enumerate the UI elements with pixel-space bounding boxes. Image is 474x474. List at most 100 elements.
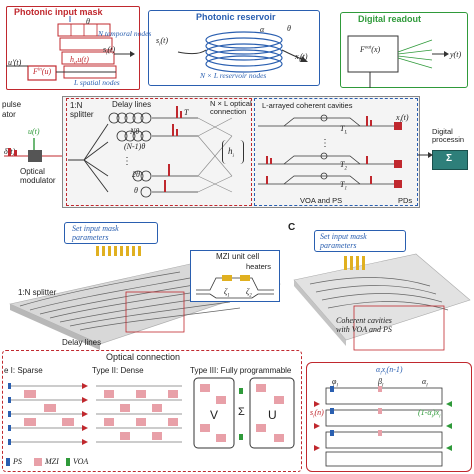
- phi-label: φl: [332, 377, 338, 389]
- panel-b-set-mask-label: Set input mask parameters: [72, 224, 119, 242]
- cav-loop-1: [283, 117, 361, 127]
- pulse-1: [8, 148, 11, 156]
- t2-mzi-10: [168, 418, 178, 426]
- mzi-heater-1: [222, 275, 232, 281]
- type3-diagram: [193, 377, 295, 449]
- mask-n-temporal-label: N temporal nodes: [98, 29, 152, 38]
- coil-input-line: [177, 49, 207, 55]
- coil-b3: [132, 130, 144, 142]
- voa-2: [320, 152, 328, 160]
- legend-voa-swatch: [66, 458, 70, 466]
- red-pulse-1: [176, 106, 178, 118]
- panel-c-set-mask-box[interactable]: [314, 230, 406, 252]
- mask-l-spatial-label: L spatial nodes: [74, 78, 120, 87]
- sigma-label: Σ: [446, 153, 453, 164]
- delay-line-diagram: ⋮: [68, 106, 233, 198]
- coil-loop-5: [205, 55, 283, 73]
- mzi-title-label: MZI unit cell: [216, 252, 260, 261]
- TL-text: T: [340, 124, 345, 133]
- coil-output-arrowhead: [300, 56, 308, 62]
- panel-b-set-mask-box[interactable]: [64, 222, 158, 244]
- readout-line-4: [397, 57, 433, 69]
- heater-5: [120, 246, 123, 256]
- legend-mzi-label: MZI: [45, 457, 59, 466]
- coil-b2: [124, 130, 136, 142]
- delay-lines-label: Delay lines: [112, 100, 152, 109]
- zoom-in-arrow-1: [314, 401, 320, 407]
- t3-u-mzi-1: [256, 384, 266, 392]
- coil-b4: [140, 130, 152, 142]
- zoom-cavity-1: [325, 387, 443, 405]
- digital-readout-diagram: [347, 35, 449, 88]
- voa-1: [320, 114, 328, 122]
- beta-text: β: [378, 377, 382, 386]
- t1-arrow-5: [82, 439, 88, 445]
- zoom-in-arrow-3: [314, 445, 320, 451]
- type3-label: Type III: Fully programmable: [190, 366, 292, 375]
- one-minus-label: (1-αl)xi: [418, 408, 441, 420]
- t3-Sigma-label: Σ: [238, 406, 245, 418]
- si-n-tail-text: (n): [314, 408, 324, 417]
- split-1: [83, 123, 109, 161]
- t1-arrow-3: [82, 411, 88, 417]
- zoom-voa-3: [378, 430, 382, 436]
- two-theta-label: 2θ: [132, 170, 140, 179]
- split-3: [83, 159, 109, 177]
- zoom-cavity-2: [325, 409, 443, 427]
- t1-ps-4: [8, 425, 11, 431]
- res-xi-label: xi(t): [295, 52, 308, 64]
- type2-diagram: [96, 385, 182, 443]
- type1-diagram: [8, 383, 88, 445]
- t2-mzi-3: [120, 404, 130, 412]
- panel-c-set-mask-label: Set input mask parameters: [320, 232, 367, 250]
- coil-a5: [140, 112, 152, 124]
- legend-ps-swatch: [6, 458, 10, 466]
- zeta1-text: ζ: [224, 287, 228, 296]
- zeta1-label: ζ1: [224, 287, 230, 299]
- t1-ps-3: [8, 411, 11, 417]
- mix-4: [197, 175, 233, 193]
- photonic-input-mask-box: [6, 6, 140, 90]
- t1-ps-2: [8, 397, 11, 403]
- t3-u-mzi-4: [274, 434, 284, 442]
- c-heater-1: [344, 256, 347, 270]
- hi-matrix-box: [222, 140, 244, 164]
- cav-loop-3: [283, 175, 361, 185]
- phi-text: φ: [332, 377, 337, 386]
- type2-label: Type II: Dense: [92, 366, 144, 375]
- t1-arrow-4: [82, 425, 88, 431]
- mask-dashed-region: [66, 98, 252, 206]
- mask-fin-label: Fin(u): [33, 67, 52, 76]
- c-heater-4: [362, 256, 365, 270]
- modulator-diagram: [4, 138, 64, 162]
- T2-label: T2: [340, 160, 347, 172]
- alpha-xi-label: αlxi(n-1): [376, 365, 403, 377]
- coil-a1: [108, 112, 120, 124]
- zoom-voa-2: [378, 408, 382, 414]
- xi-t-label: xi(t): [396, 113, 409, 125]
- res-si-text: s: [156, 36, 160, 45]
- t3-V-label: V: [210, 408, 219, 422]
- legend-mzi-swatch: [34, 458, 42, 466]
- alpha-xi-tail-text: x: [381, 365, 386, 374]
- digital-fout-x-text: (x): [371, 45, 381, 54]
- modulator-box: [28, 150, 42, 162]
- t2-mzi-8: [152, 432, 162, 440]
- optical-connection-title: Optical connection: [106, 352, 181, 362]
- mask-hi-ut-text: u(t): [77, 55, 89, 64]
- chip-c: [293, 253, 471, 351]
- c-heater-3: [356, 256, 359, 270]
- splitter-label: 1:N splitter: [70, 101, 94, 119]
- zeta2-label: ζ2: [246, 287, 252, 299]
- N-theta-label: Nθ: [130, 127, 140, 136]
- mix-6: [197, 135, 233, 177]
- optical-connection-box: [2, 350, 302, 472]
- heaters-label: heaters: [246, 262, 272, 271]
- t3-u-mzi-3: [256, 424, 266, 432]
- cavity-zoom-diagram: [314, 386, 452, 467]
- digital-readout-box: [340, 12, 468, 88]
- nxl-optical-label: N × L optical connection: [210, 99, 252, 116]
- t2-mzi-2: [104, 418, 114, 426]
- split-4: [83, 159, 109, 193]
- t2-mzi-9: [168, 390, 178, 398]
